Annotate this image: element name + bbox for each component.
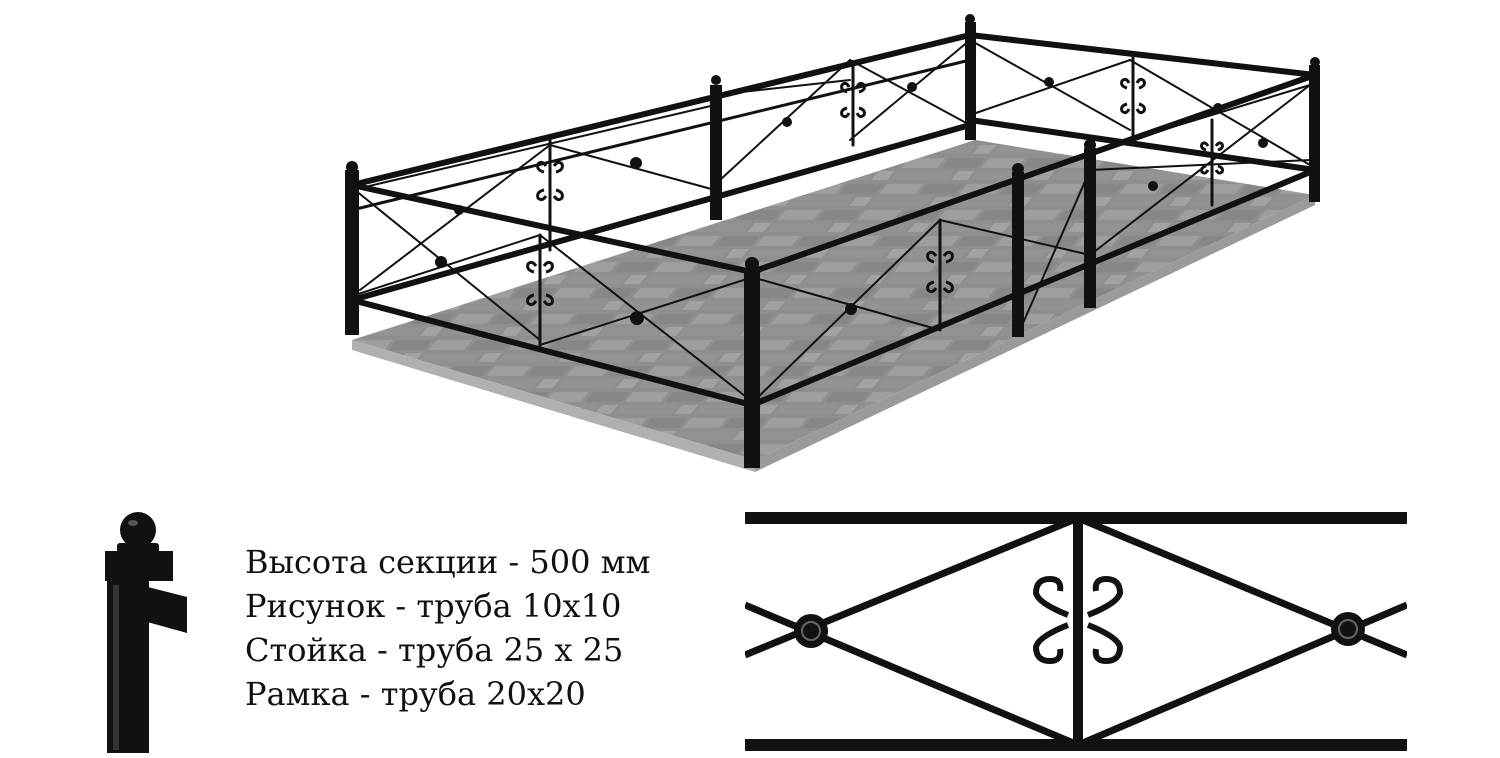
- specs-list: Высота секции - 500 мм Рисунок - труба 1…: [245, 540, 650, 716]
- paving-slab: [352, 140, 1315, 472]
- fence-3d-render: [345, 14, 1320, 472]
- fence-posts: [345, 14, 1320, 468]
- spec-post-pipe: Стойка - труба 25 х 25: [245, 631, 624, 669]
- section-pattern-detail: [745, 512, 1407, 751]
- curl-ornaments: [526, 77, 1224, 307]
- post-cap-detail: [105, 512, 187, 753]
- spec-section-height: Высота секции - 500 мм: [245, 543, 651, 581]
- spec-frame-pipe: Рамка - труба 20х20: [245, 675, 586, 713]
- spec-pattern-pipe: Рисунок - труба 10х10: [245, 587, 622, 625]
- rosettes: [435, 77, 1268, 325]
- fence-frame: [349, 32, 1318, 408]
